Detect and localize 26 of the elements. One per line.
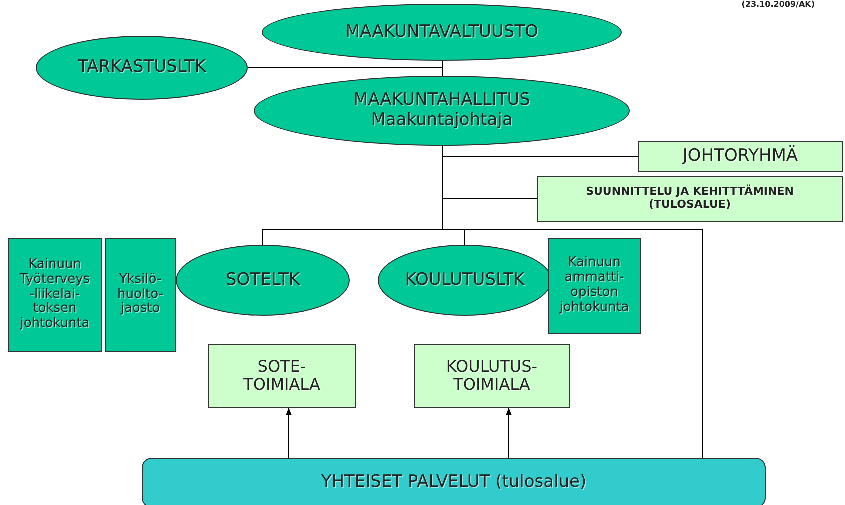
node-label: MAAKUNTAVALTUUSTO xyxy=(346,22,538,42)
node-label: KOULUTUS- TOIMIALA xyxy=(446,358,538,394)
arrow xyxy=(286,408,292,458)
node-label: SUUNNITTELU JA KEHITTTÄMINEN (TULOSALUE) xyxy=(585,186,795,212)
node-label: Maakuntajohtaja xyxy=(371,111,513,131)
node-label: KOULUTUSLTK xyxy=(405,270,525,290)
node-label: JOHTORYHMÄ xyxy=(682,146,798,166)
date-note: (23.10.2009/AK) xyxy=(742,0,815,10)
node-label: Kainuun Työterveys -liikelai- toksen johtokunta xyxy=(20,258,90,332)
arrow xyxy=(506,408,512,458)
node-label: SOTE- TOIMIALA xyxy=(244,358,320,394)
division-box xyxy=(105,238,176,352)
board-box xyxy=(8,238,102,352)
node-label: MAAKUNTAHALLITUS xyxy=(354,91,530,111)
unit-box xyxy=(537,176,843,222)
sector-box xyxy=(414,344,570,408)
board-box xyxy=(548,238,641,334)
node-label: Yksilö- huolto- jaosto xyxy=(117,272,164,318)
node-label: SOTELTK xyxy=(226,270,300,290)
services-bar xyxy=(142,458,766,505)
connector-line xyxy=(248,68,444,76)
group-box xyxy=(638,141,843,172)
node-label: YHTEISET PALVELUT (tulosalue) xyxy=(321,473,587,493)
node-label: Kainuun ammatti- opiston johtokunta xyxy=(560,256,630,316)
sector-box xyxy=(208,344,356,408)
node-label: TARKASTUSLTK xyxy=(78,58,206,78)
